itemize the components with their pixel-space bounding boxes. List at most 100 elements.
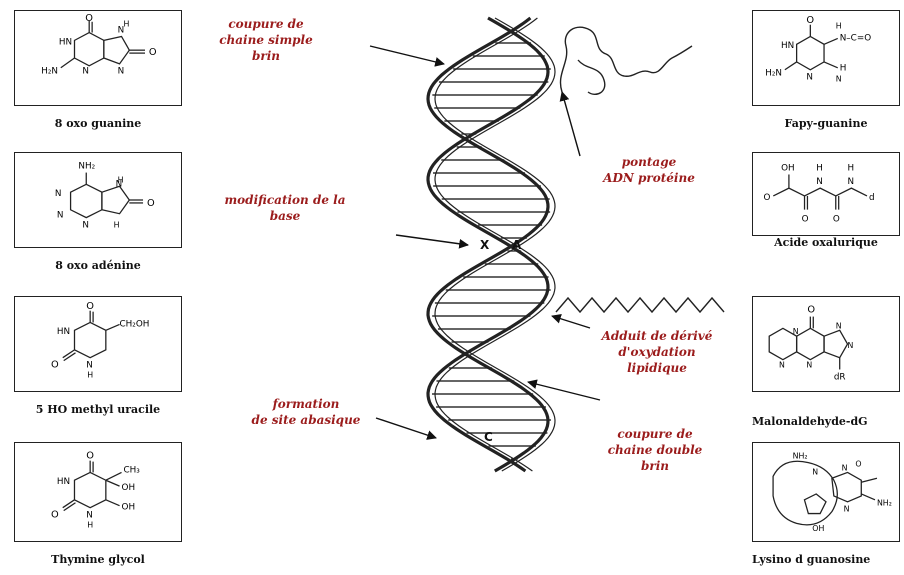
structure-acide-oxalurique: OH H H N N d O O O	[752, 152, 900, 236]
atom-label: O	[86, 301, 94, 312]
helix-letter-a: A	[512, 238, 522, 252]
atom-label: N	[55, 189, 62, 199]
helix-strand-1	[426, 16, 550, 473]
helix-letter-c: C	[484, 430, 493, 444]
atom-label: H	[87, 370, 93, 379]
helix-strand-2	[426, 16, 550, 473]
atom-label: HN	[59, 37, 72, 47]
arrow-lipid-adduct	[551, 313, 591, 329]
atom-label: N	[816, 177, 823, 187]
structure-thymine-glycol: O HN CH₃ OH O N OH H	[14, 442, 182, 542]
atom-label: H	[114, 220, 120, 229]
caption-8-oxo-adenine: 8 oxo adénine	[55, 259, 141, 272]
atom-label: N	[57, 211, 64, 221]
atom-label: HN	[781, 41, 794, 51]
helix-strand-1-inner	[434, 17, 556, 472]
atom-label: O	[51, 509, 59, 520]
arrow-single-strand-break	[369, 45, 445, 67]
atom-label: H	[123, 20, 129, 29]
arrow-double-strand-break	[527, 379, 601, 401]
annotation-double-strand-break: coupure de chaine double brin	[607, 427, 703, 473]
atom-label: O	[51, 360, 59, 371]
atom-label: N	[118, 67, 125, 77]
caption-5-ho-methyl-uracile: 5 HO methyl uracile	[35, 403, 161, 416]
atom-label: NH₂	[78, 162, 95, 172]
atom-label: N	[842, 463, 848, 472]
atom-label: O	[855, 460, 861, 469]
atom-label: OH	[781, 164, 795, 174]
arrow-dna-protein-crosslink	[559, 91, 581, 157]
helix-base-pairs	[432, 29, 551, 460]
caption-fapy-guanine: Fapy-guanine	[784, 117, 868, 130]
atom-label: N	[116, 179, 123, 189]
atom-label: N	[848, 341, 854, 350]
atom-label: N	[118, 26, 125, 36]
atom-label: O	[833, 214, 840, 224]
structure-lysino-d-guanosine: NH₂ N N O N OH NH₂	[752, 442, 900, 542]
atom-label: N	[812, 467, 818, 476]
atom-label: N	[793, 327, 799, 336]
atom-label: H	[118, 175, 124, 184]
atom-label: N	[86, 361, 93, 371]
atom-label: HN	[57, 477, 70, 487]
atom-label: O	[85, 13, 93, 24]
arrow-base-modification	[395, 234, 469, 249]
lipid-chain	[555, 296, 725, 314]
atom-label: N	[836, 75, 842, 84]
annotation-single-strand-break: coupure de chaine simple brin	[219, 17, 313, 63]
atom-label: N	[82, 67, 89, 77]
atom-label: N	[836, 321, 842, 330]
atom-label: O	[764, 193, 771, 203]
atom-label: NH₂	[793, 452, 808, 461]
caption-8-oxo-guanine: 8 oxo guanine	[54, 117, 142, 130]
annotation-abasic-site: formation de site abasique	[251, 397, 361, 427]
atom-label: N	[779, 361, 785, 370]
atom-label: N	[806, 361, 812, 370]
atom-label: H	[840, 64, 847, 74]
atom-label: N–C=O	[840, 33, 871, 43]
protein-crosslink-squiggle	[559, 26, 693, 96]
structure-5-ho-methyl-uracile: O HN CH₂OH O N H	[14, 296, 182, 392]
caption-malonaldehyde-dg: Malonaldehyde-dG	[752, 415, 868, 428]
structure-8-oxo-guanine: O HN N N H₂N N H O	[14, 10, 182, 106]
atom-label: d	[869, 193, 875, 203]
atom-label: O	[807, 305, 815, 316]
atom-label: OH	[122, 483, 136, 493]
annotation-base-modification: modification de la base	[224, 193, 346, 223]
atom-label: dR	[834, 372, 846, 382]
atom-label: H	[847, 164, 854, 174]
atom-label: NH₂	[877, 499, 892, 508]
atom-label: O	[86, 451, 94, 462]
atom-label: N	[847, 177, 854, 187]
atom-label: O	[149, 47, 157, 58]
atom-label: H₂N	[41, 67, 58, 77]
atom-label: N	[844, 505, 850, 514]
atom-label: HN	[57, 327, 70, 337]
atom-label: H	[87, 520, 93, 529]
caption-thymine-glycol: Thymine glycol	[51, 553, 145, 566]
annotation-dna-protein-crosslink: pontage ADN protéine	[603, 155, 695, 185]
atom-label: H₂N	[765, 69, 782, 79]
atom-label: N	[806, 73, 813, 83]
structure-8-oxo-adenine: NH₂ N H N N N O H	[14, 152, 182, 248]
atom-label: N	[86, 510, 93, 520]
structure-malonaldehyde-dg: O N N N N N dR	[752, 296, 900, 392]
structure-fapy-guanine: O H N–C=O HN N H₂N N H	[752, 10, 900, 106]
atom-label: O	[806, 15, 814, 26]
atom-label: H	[836, 22, 842, 31]
annotation-lipid-adduct: Adduit de dérivé d'oxydation lipidique	[601, 329, 713, 375]
atom-label: O	[802, 214, 809, 224]
atom-label: CH₂OH	[120, 319, 150, 329]
atom-label: H	[816, 164, 823, 174]
atom-label: O	[147, 198, 155, 209]
atom-label: OH	[122, 503, 136, 513]
helix-strand-2-inner	[434, 17, 556, 472]
arrow-abasic-site	[375, 417, 437, 440]
caption-lysino-d-guanosine: Lysino d guanosine	[752, 553, 871, 566]
caption-acide-oxalurique: Acide oxalurique	[774, 236, 878, 249]
atom-label: CH₃	[123, 465, 140, 475]
atom-label: N	[82, 220, 89, 230]
atom-label: OH	[812, 524, 824, 533]
helix-letter-x: X	[480, 238, 490, 252]
